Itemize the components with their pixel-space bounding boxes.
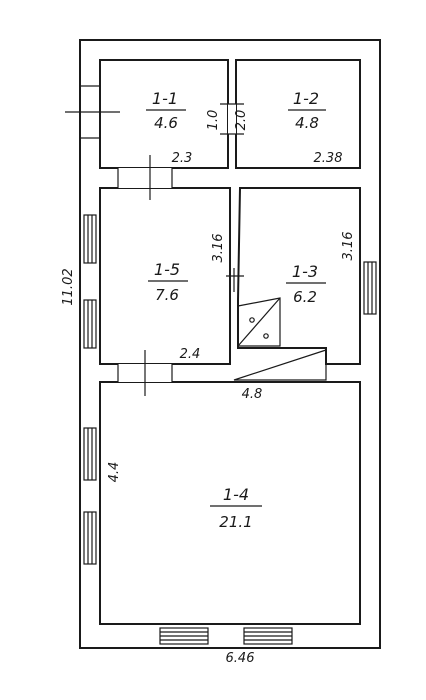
- dim-2-0: 2.0: [234, 110, 249, 131]
- room-label-1-5: 1-5 7.6: [148, 260, 188, 304]
- dim-2-38: 2.38: [314, 151, 343, 166]
- dim-2-3: 2.3: [172, 151, 193, 166]
- room-label-1-4: 1-4 21.1: [210, 485, 262, 531]
- dim-2-4: 2.4: [180, 347, 201, 362]
- dim-1-0: 1.0: [206, 110, 221, 131]
- stair-symbol: [233, 297, 327, 381]
- svg-text:4.8: 4.8: [295, 114, 319, 132]
- svg-text:21.1: 21.1: [219, 513, 252, 531]
- room-label-1-3: 1-3 6.2: [286, 262, 326, 306]
- room-1-5: [99, 187, 231, 365]
- svg-text:7.6: 7.6: [155, 286, 179, 304]
- svg-text:6.2: 6.2: [293, 288, 317, 306]
- dim-3-16-left: 3.16: [211, 234, 226, 263]
- dim-3-16-right: 3.16: [341, 232, 356, 261]
- dim-4-8: 4.8: [242, 387, 263, 402]
- svg-text:1-2: 1-2: [293, 89, 319, 108]
- svg-text:1-1: 1-1: [152, 89, 178, 108]
- svg-text:4.6: 4.6: [154, 114, 178, 132]
- svg-text:1-4: 1-4: [223, 485, 249, 504]
- dim-11-02: 11.02: [61, 268, 76, 305]
- svg-text:1-3: 1-3: [292, 262, 318, 281]
- windows: [83, 214, 377, 645]
- room-1-2: [235, 59, 361, 169]
- wall-openings: [65, 85, 244, 396]
- room-label-1-2: 1-2 4.8: [288, 89, 326, 132]
- room-1-4: [99, 381, 361, 625]
- svg-text:1-5: 1-5: [154, 260, 180, 279]
- room-label-1-1: 1-1 4.6: [146, 89, 186, 132]
- dim-4-4: 4.4: [107, 462, 122, 483]
- room-1-1: [99, 59, 229, 169]
- dim-6-46: 6.46: [226, 651, 255, 666]
